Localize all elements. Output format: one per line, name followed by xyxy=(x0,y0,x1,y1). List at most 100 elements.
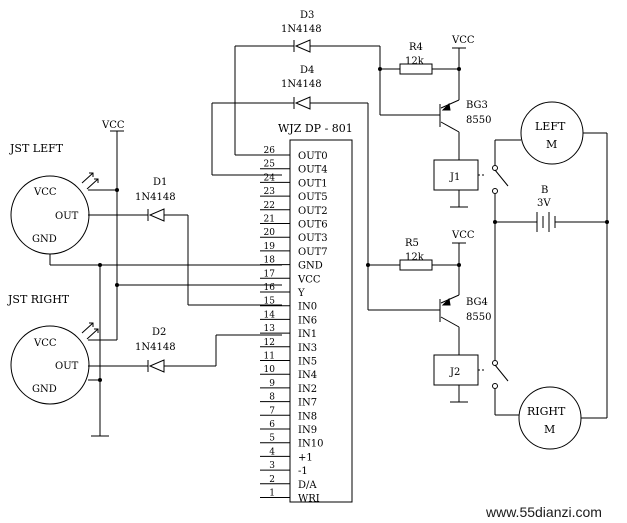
chip-pin-signal: OUT6 xyxy=(298,220,328,231)
chip-pin-number: 17 xyxy=(264,269,276,279)
chip-pin-signal: IN9 xyxy=(298,425,317,436)
chip-pin-number: 7 xyxy=(269,406,275,416)
chip-pin-number: 6 xyxy=(269,420,275,430)
diode-d2-icon xyxy=(88,334,282,373)
bg4-part: 8550 xyxy=(466,312,491,323)
junction-dot xyxy=(98,263,102,267)
bg3-part: 8550 xyxy=(466,115,491,126)
chip-pin-signal: IN1 xyxy=(298,329,317,340)
motor-right-body xyxy=(518,386,582,450)
chip-pin-signal: D/A xyxy=(298,480,317,491)
vcc-label-sensors: VCC xyxy=(101,120,125,131)
chip-pin-number: 4 xyxy=(269,447,275,457)
chip-pin-number: 19 xyxy=(264,242,276,252)
d4-ref: D4 xyxy=(300,65,314,76)
bg4-ref: BG4 xyxy=(466,297,488,308)
d2-ref: D2 xyxy=(152,327,166,338)
sensor-right-vcc-label: VCC xyxy=(33,338,57,349)
chip-pin-signal: OUT1 xyxy=(298,178,328,189)
watermark: www.55dianzi.com xyxy=(485,504,602,520)
junction-dot xyxy=(378,67,382,71)
chip-pin-number: 10 xyxy=(264,365,276,375)
ground-rail xyxy=(49,254,282,437)
junction-dot xyxy=(115,188,119,192)
r4-ref: R4 xyxy=(409,42,423,53)
d1-ref: D1 xyxy=(153,177,167,188)
sensor-right-gnd-label: GND xyxy=(32,384,57,395)
chip-pin-number: 9 xyxy=(269,379,275,389)
chip-pin-signal: +1 xyxy=(298,452,313,463)
junction-dot xyxy=(366,263,370,267)
light-arrows-left-icon xyxy=(81,172,99,190)
chip-pin-number: 12 xyxy=(264,338,275,348)
chip-pin-signal: VCC xyxy=(297,274,321,285)
chip-pin-number: 14 xyxy=(264,310,276,320)
d1-part: 1N4148 xyxy=(135,192,176,203)
junction-dot xyxy=(115,283,119,287)
j1-label: J1 xyxy=(449,172,460,183)
r4-value: 12k xyxy=(405,56,425,67)
diode-d3-icon xyxy=(234,39,381,156)
chip-pin-signal: OUT5 xyxy=(298,192,328,203)
vcc-label-bottom: VCC xyxy=(451,230,475,241)
chip-pin-number: 5 xyxy=(269,434,275,444)
chip-pin-number: 3 xyxy=(269,461,275,471)
sensor-left-vcc-label: VCC xyxy=(33,187,57,198)
chip-pin-number: 1 xyxy=(269,489,275,499)
diode-d4-icon xyxy=(211,96,369,310)
vcc-rail-top xyxy=(380,47,466,100)
junction-dot xyxy=(457,263,461,267)
chip-pin: 4 +1 xyxy=(260,447,313,463)
chip-pin-signal: Y xyxy=(297,288,305,299)
vcc-rail-bottom xyxy=(368,242,466,295)
d2-part: 1N4148 xyxy=(135,342,176,353)
r5-ref: R5 xyxy=(405,238,419,249)
chip-body xyxy=(289,139,353,503)
chip-pin-number: 11 xyxy=(264,352,275,362)
light-arrows-right-icon xyxy=(81,322,99,340)
r5-value: 12k xyxy=(405,252,425,263)
sensor-right-out-label: OUT xyxy=(55,361,79,372)
chip-pin-signal: WRI xyxy=(298,494,320,505)
motor-left-sym: M xyxy=(546,138,557,151)
battery-icon xyxy=(495,212,607,232)
chip-pin-signal: IN0 xyxy=(298,302,317,313)
chip-pin-signal: IN3 xyxy=(298,343,317,354)
chip-pin-number: 25 xyxy=(264,160,276,170)
battery-ref: B xyxy=(541,185,548,196)
sensor-left-title: JST LEFT xyxy=(9,142,64,155)
chip-title: WJZ DP - 801 xyxy=(278,122,353,135)
chip-pin-signal: GND xyxy=(298,261,323,272)
diode-d1-icon xyxy=(88,208,282,306)
chip-pin-number: 22 xyxy=(264,201,275,211)
chip-pin-signal: -1 xyxy=(298,466,308,477)
battery-value: 3V xyxy=(537,198,551,209)
chip-pin-signal: IN7 xyxy=(298,398,317,409)
chip-pin-number: 26 xyxy=(264,146,276,156)
motor-right: RIGHT M xyxy=(495,222,608,450)
resistor-r5-icon xyxy=(399,259,433,271)
junction-dot xyxy=(457,67,461,71)
chip-pin-signal: IN6 xyxy=(298,315,317,326)
chip-pin-number: 20 xyxy=(264,228,276,238)
